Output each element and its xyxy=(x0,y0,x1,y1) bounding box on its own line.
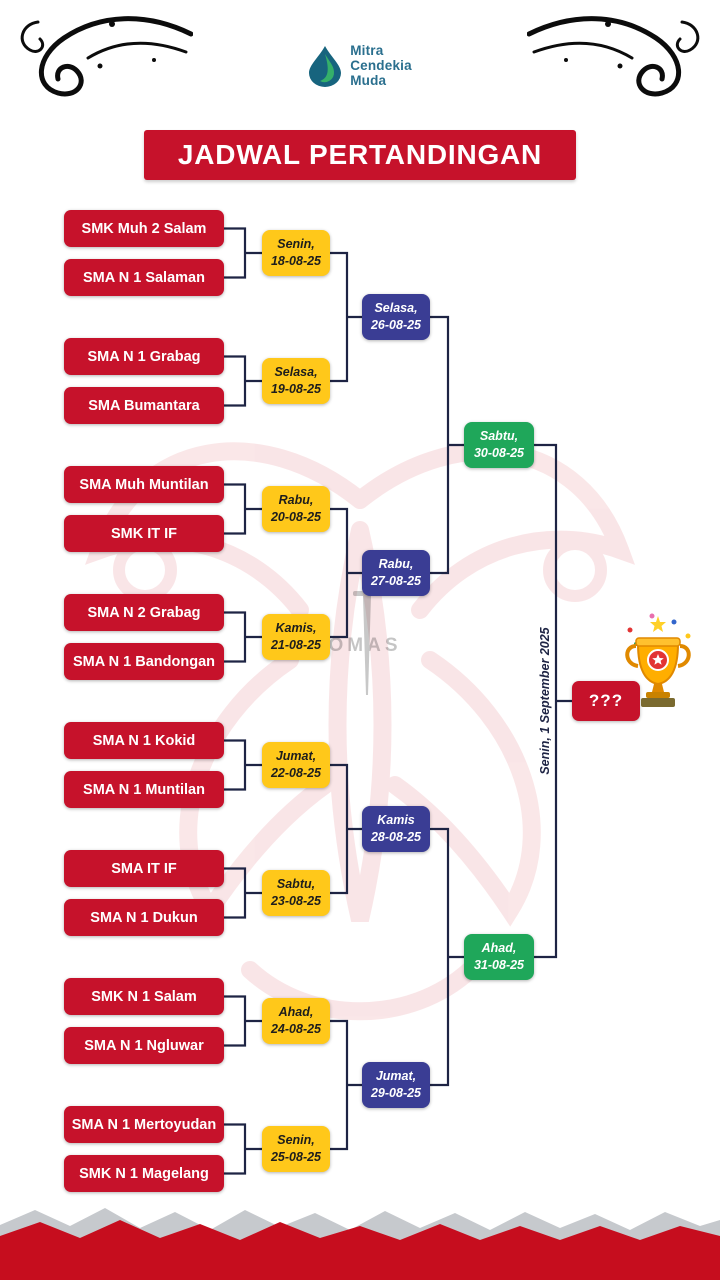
trophy-icon xyxy=(625,613,691,707)
round1-date-slot: Ahad, 24-08-25 xyxy=(262,998,330,1044)
round1-date-slot: Senin, 18-08-25 xyxy=(262,230,330,276)
team-box: SMA N 1 Mertoyudan xyxy=(64,1106,224,1143)
emblem-watermark-text: OMAS xyxy=(329,635,402,656)
match-day: Sabtu, xyxy=(276,877,316,892)
team-box: SMA IT IF xyxy=(64,850,224,887)
round1-date-slot: Selasa, 19-08-25 xyxy=(262,358,330,404)
team-box: SMA N 1 Bandongan xyxy=(64,643,224,680)
corner-flourish-icon xyxy=(20,16,193,97)
match-day: Ahad, xyxy=(278,1005,314,1020)
torn-paper-edge xyxy=(0,1208,720,1280)
team-box: SMK N 1 Magelang xyxy=(64,1155,224,1192)
round3-date-slot: Sabtu, 30-08-25 xyxy=(464,422,534,468)
match-date: 24-08-25 xyxy=(270,1022,322,1036)
match-date: 27-08-25 xyxy=(370,574,422,588)
match-day: Selasa, xyxy=(374,301,418,316)
champion-box: ??? xyxy=(572,681,640,721)
match-day: Selasa, xyxy=(274,365,318,380)
team-box: SMA N 1 Ngluwar xyxy=(64,1027,224,1064)
match-date: 21-08-25 xyxy=(270,638,322,652)
round2-date-slot: Jumat, 29-08-25 xyxy=(362,1062,430,1108)
match-date: 25-08-25 xyxy=(270,1150,322,1164)
team-box: SMA Muh Muntilan xyxy=(64,466,224,503)
corner-flourish-icon xyxy=(527,16,700,97)
team-box: SMK N 1 Salam xyxy=(64,978,224,1015)
logo: Mitra Cendekia Muda xyxy=(0,43,720,89)
logo-line-2: Cendekia xyxy=(350,57,412,73)
team-box: SMA N 1 Dukun xyxy=(64,899,224,936)
match-day: Jumat, xyxy=(375,1069,417,1084)
match-date: 31-08-25 xyxy=(473,958,525,972)
team-box: SMA N 2 Grabag xyxy=(64,594,224,631)
match-date: 26-08-25 xyxy=(370,318,422,332)
final-date-label: Senin, 1 September 2025 xyxy=(538,627,552,775)
match-day: Kamis xyxy=(377,813,415,828)
team-box: SMK Muh 2 Salam xyxy=(64,210,224,247)
match-date: 19-08-25 xyxy=(270,382,322,396)
match-day: Jumat, xyxy=(275,749,317,764)
round1-date-slot: Senin, 25-08-25 xyxy=(262,1126,330,1172)
match-date: 28-08-25 xyxy=(370,830,422,844)
team-box: SMK IT IF xyxy=(64,515,224,552)
team-box: SMA N 1 Muntilan xyxy=(64,771,224,808)
round1-date-slot: Kamis, 21-08-25 xyxy=(262,614,330,660)
match-day: Sabtu, xyxy=(479,429,519,444)
match-day: Rabu, xyxy=(278,493,314,508)
match-day: Rabu, xyxy=(378,557,414,572)
team-box: SMA Bumantara xyxy=(64,387,224,424)
match-date: 18-08-25 xyxy=(270,254,322,268)
round1-date-slot: Sabtu, 23-08-25 xyxy=(262,870,330,916)
round1-date-slot: Rabu, 20-08-25 xyxy=(262,486,330,532)
match-date: 23-08-25 xyxy=(270,894,322,908)
round3-date-slot: Ahad, 31-08-25 xyxy=(464,934,534,980)
page-title: JADWAL PERTANDINGAN xyxy=(144,130,576,180)
match-day: Kamis, xyxy=(275,621,317,636)
team-box: SMA N 1 Salaman xyxy=(64,259,224,296)
round2-date-slot: Kamis 28-08-25 xyxy=(362,806,430,852)
round2-date-slot: Rabu, 27-08-25 xyxy=(362,550,430,596)
match-date: 20-08-25 xyxy=(270,510,322,524)
match-date: 22-08-25 xyxy=(270,766,322,780)
match-date: 30-08-25 xyxy=(473,446,525,460)
team-box: SMA N 1 Grabag xyxy=(64,338,224,375)
logo-text: Mitra Cendekia Muda xyxy=(350,43,412,89)
logo-line-1: Mitra xyxy=(350,43,384,58)
logo-line-3: Muda xyxy=(350,72,387,88)
round2-date-slot: Selasa, 26-08-25 xyxy=(362,294,430,340)
match-day: Senin, xyxy=(277,237,315,252)
team-box: SMA N 1 Kokid xyxy=(64,722,224,759)
logo-drop-icon xyxy=(309,46,342,88)
match-day: Ahad, xyxy=(481,941,517,956)
match-day: Senin, xyxy=(277,1133,315,1148)
round1-date-slot: Jumat, 22-08-25 xyxy=(262,742,330,788)
match-date: 29-08-25 xyxy=(370,1086,422,1100)
